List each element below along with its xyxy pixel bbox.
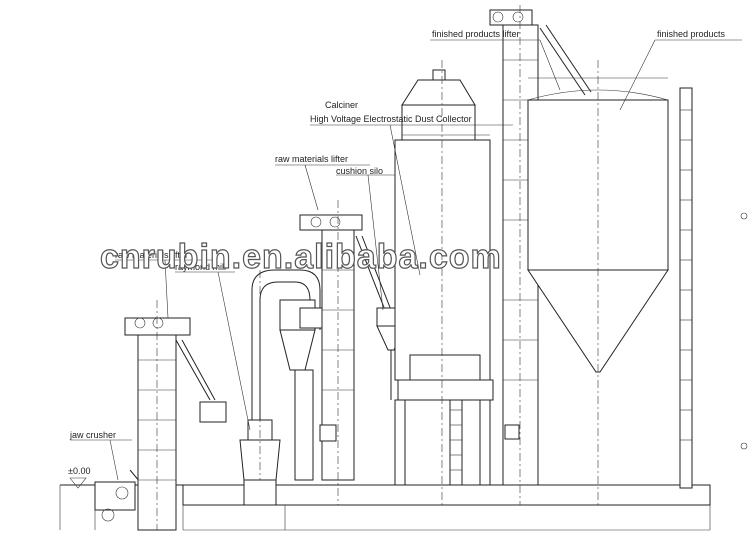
raw-materials-lifter-left [124,300,216,531]
finished-products-silo [527,60,748,505]
leader-lines [69,39,742,489]
label-raw-materials-lifter-left: raw materials lifter [115,250,188,260]
label-raw-materials-lifter-top: raw materials lifter [275,154,348,164]
jaw-crusher [94,469,141,522]
watermark: cnrubin.en.alibaba.com [100,238,502,276]
label-raymond-mill: raymond mill [175,262,226,272]
label-cushion-silo: cushion silo [336,166,383,176]
raymond-mill [199,270,281,506]
label-finished-products-lifter: finished products lifter [432,29,520,39]
label-dust-collector: High Voltage Electrostatic Dust Collecto… [310,114,472,124]
label-finished-products: finished products [657,29,726,39]
label-calciner: Calciner [325,100,358,110]
raw-materials-lifter-middle [299,200,392,505]
label-level-mark: ±0.00 [68,466,90,476]
label-jaw-crusher: jaw crusher [69,430,116,440]
cyclone-separator [251,269,341,481]
calciner-dust-collector [394,60,494,505]
ground-foundation [59,484,711,531]
